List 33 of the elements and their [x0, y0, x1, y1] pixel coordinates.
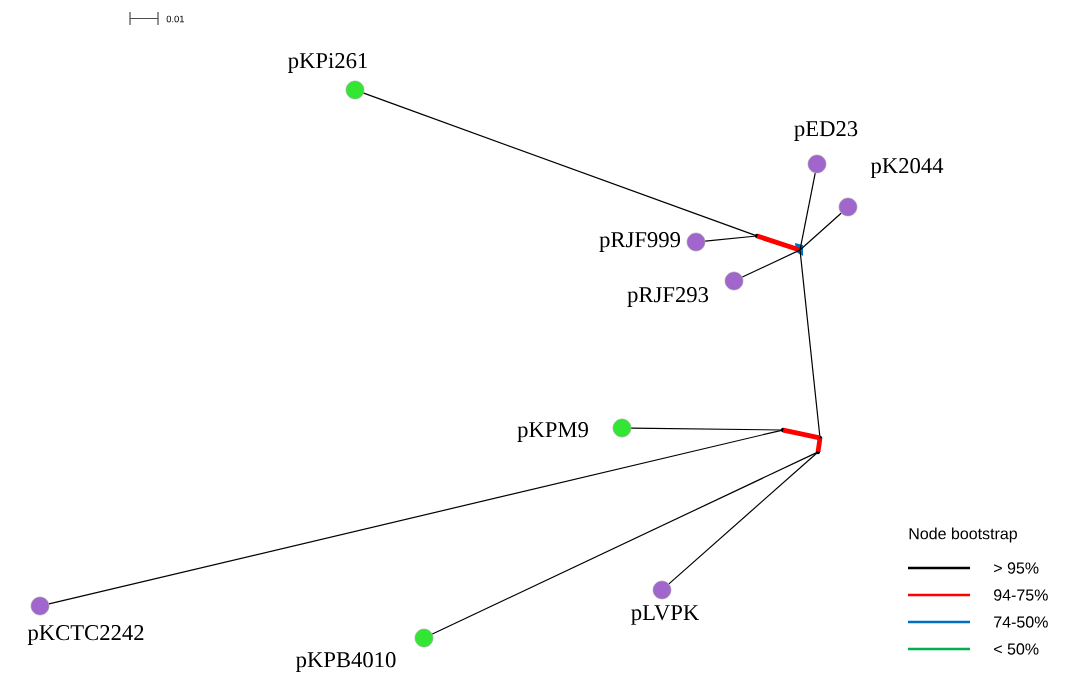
legend-label: 74-50% [994, 616, 1048, 628]
tip-label: pRJF293 [627, 287, 709, 307]
tree-branch [363, 92, 758, 237]
tree-branch [630, 427, 784, 431]
tip-label: pKPi261 [288, 53, 367, 73]
tip-label: pLVPK [631, 605, 699, 625]
tip-label: pK2044 [870, 158, 944, 178]
tip-label: pRJF999 [599, 232, 680, 252]
junction-point [754, 233, 760, 239]
tree-branch [799, 212, 842, 251]
junction-point [780, 427, 786, 433]
tip-label: pKPB4010 [296, 652, 396, 672]
legend-title: Node bootstrap [909, 527, 1017, 543]
tree-branch [799, 249, 821, 439]
tree-branch [741, 249, 801, 278]
legend-label: < 50% [994, 643, 1039, 655]
legend-label: > 95% [994, 562, 1039, 574]
tree-branch [704, 235, 758, 242]
scale-label: 0.01 [166, 15, 184, 23]
tree-branch [799, 172, 816, 251]
tree-branch [815, 437, 823, 453]
tip-label: pKCTC2242 [27, 625, 144, 645]
legend-label: 94-75% [994, 589, 1048, 601]
tip-label: pKPM9 [517, 422, 588, 442]
junction-point [817, 435, 823, 441]
junction-mark [795, 243, 803, 256]
tree-branch [48, 429, 784, 605]
tree-branch [756, 233, 801, 253]
junction-point [815, 449, 821, 455]
tree-branch [668, 451, 819, 585]
tree-branch [431, 451, 819, 635]
tip-label: pED23 [794, 121, 858, 141]
tree-branch [782, 427, 821, 441]
